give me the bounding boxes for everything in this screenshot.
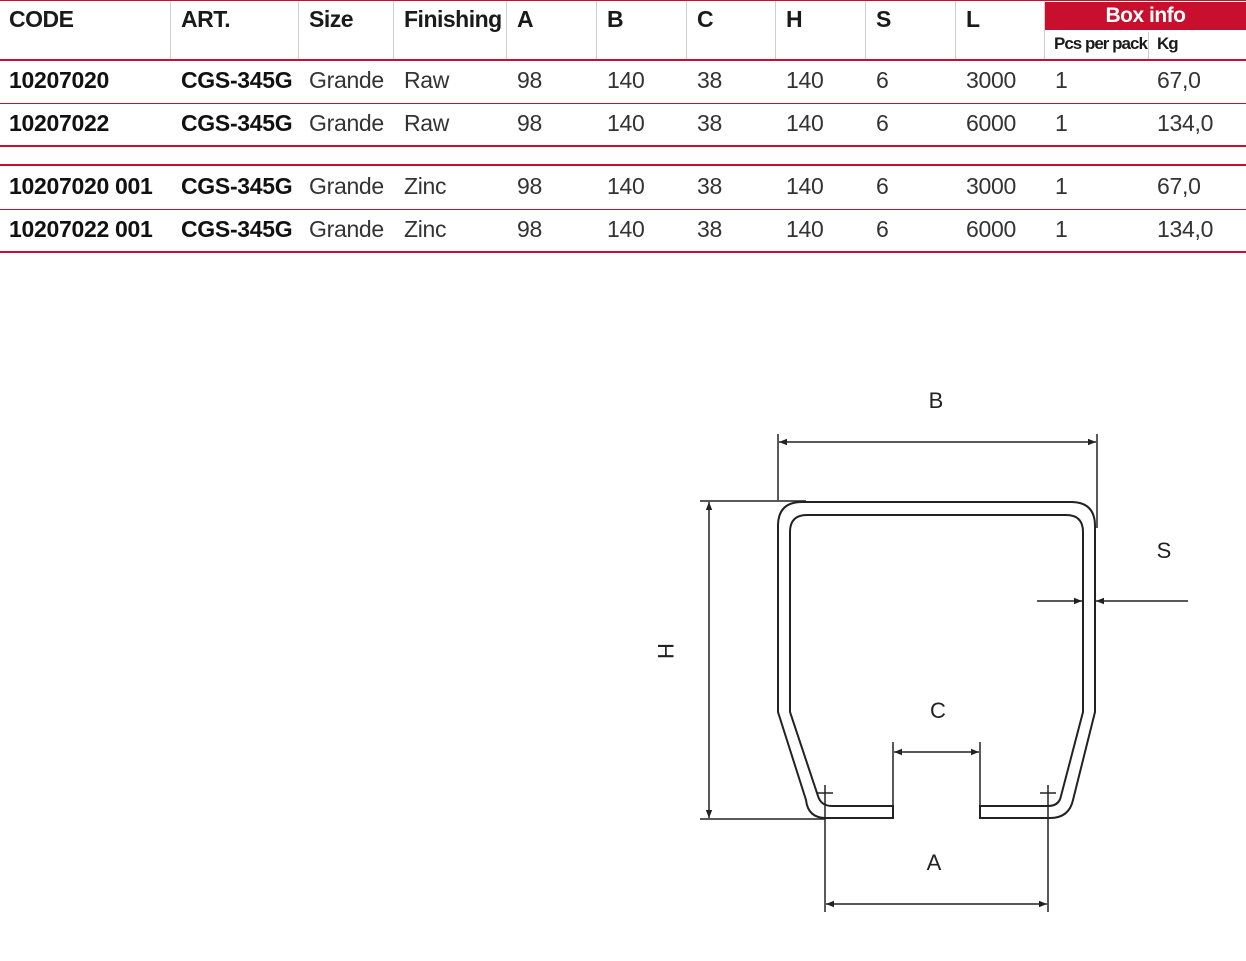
header-l: L	[966, 6, 980, 32]
cell-art: CGS-345G	[181, 110, 293, 136]
cell-kg: 134,0	[1157, 110, 1214, 136]
column-divider	[955, 0, 956, 60]
dim-label-s: S	[1157, 538, 1172, 563]
cell-pcs: 1	[1055, 173, 1068, 199]
cell-finishing: Raw	[404, 110, 450, 136]
cell-a: 98	[517, 67, 542, 93]
dimension-lines	[700, 434, 1188, 912]
column-divider	[775, 0, 776, 60]
column-divider	[506, 0, 507, 60]
cell-s: 6	[876, 216, 889, 242]
cell-l: 6000	[966, 110, 1016, 136]
cell-kg: 67,0	[1157, 173, 1201, 199]
cell-h: 140	[786, 173, 824, 199]
header-pcs-per-pack: Pcs per pack	[1054, 34, 1148, 53]
header-c: C	[697, 6, 714, 32]
cell-h: 140	[786, 67, 824, 93]
cell-b: 140	[607, 173, 645, 199]
cell-code: 10207020	[9, 67, 109, 93]
header-finishing: Finishing	[404, 6, 502, 32]
column-divider	[298, 0, 299, 60]
cell-a: 98	[517, 110, 542, 136]
cell-h: 140	[786, 216, 824, 242]
dim-label-c: C	[930, 698, 946, 723]
cell-code: 10207022 001	[9, 216, 153, 242]
cell-pcs: 1	[1055, 67, 1068, 93]
cell-art: CGS-345G	[181, 216, 293, 242]
column-divider	[865, 0, 866, 60]
cell-a: 98	[517, 216, 542, 242]
header-b: B	[607, 6, 624, 32]
box-info-header: Box info	[1045, 2, 1246, 30]
cell-pcs: 1	[1055, 110, 1068, 136]
cell-code: 10207022	[9, 110, 109, 136]
table-header: CODE ART. Size Finishing A B C H S L Box…	[0, 0, 1246, 60]
header-s: S	[876, 6, 891, 32]
cell-finishing: Raw	[404, 67, 450, 93]
channel-profile	[777, 501, 1096, 819]
cell-s: 6	[876, 67, 889, 93]
cell-s: 6	[876, 173, 889, 199]
cell-c: 38	[697, 173, 722, 199]
cell-art: CGS-345G	[181, 173, 293, 199]
cell-c: 38	[697, 110, 722, 136]
header-h: H	[786, 6, 803, 32]
header-art: ART.	[181, 6, 231, 32]
cell-h: 140	[786, 110, 824, 136]
table-row: 10207022 CGS-345G Grande Raw 98 140 38 1…	[0, 104, 1246, 144]
dim-label-b: B	[929, 388, 944, 413]
cell-c: 38	[697, 216, 722, 242]
cell-size: Grande	[309, 216, 384, 242]
group-rule	[0, 145, 1246, 147]
group-rule	[0, 164, 1246, 166]
cell-size: Grande	[309, 173, 384, 199]
dim-label-a: A	[927, 850, 942, 875]
cell-l: 3000	[966, 67, 1016, 93]
table-row: 10207022 001 CGS-345G Grande Zinc 98 140…	[0, 210, 1246, 250]
row-rule	[0, 209, 1246, 210]
cell-a: 98	[517, 173, 542, 199]
column-divider	[686, 0, 687, 60]
cell-l: 6000	[966, 216, 1016, 242]
profile-outer-outline	[777, 501, 1096, 819]
dim-label-h: H	[653, 643, 678, 659]
cell-pcs: 1	[1055, 216, 1068, 242]
cell-l: 3000	[966, 173, 1016, 199]
cell-kg: 134,0	[1157, 216, 1214, 242]
cell-code: 10207020 001	[9, 173, 153, 199]
table-top-rule	[0, 0, 1246, 1]
column-divider	[393, 0, 394, 60]
table-row: 10207020 001 CGS-345G Grande Zinc 98 140…	[0, 167, 1246, 207]
column-divider	[1044, 0, 1045, 60]
cell-finishing: Zinc	[404, 216, 447, 242]
header-code: CODE	[9, 6, 74, 32]
cell-c: 38	[697, 67, 722, 93]
column-divider	[596, 0, 597, 60]
header-a: A	[517, 6, 534, 32]
cell-b: 140	[607, 110, 645, 136]
table-bottom-rule	[0, 251, 1246, 253]
header-size: Size	[309, 6, 354, 32]
cell-kg: 67,0	[1157, 67, 1201, 93]
cell-finishing: Zinc	[404, 173, 447, 199]
column-divider	[1148, 32, 1149, 60]
cell-b: 140	[607, 67, 645, 93]
header-rule	[0, 59, 1246, 61]
cell-art: CGS-345G	[181, 67, 293, 93]
cell-size: Grande	[309, 67, 384, 93]
cell-s: 6	[876, 110, 889, 136]
cell-b: 140	[607, 216, 645, 242]
row-rule	[0, 103, 1246, 104]
column-divider	[170, 0, 171, 60]
table-row: 10207020 CGS-345G Grande Raw 98 140 38 1…	[0, 61, 1246, 101]
cell-size: Grande	[309, 110, 384, 136]
header-kg: Kg	[1157, 34, 1179, 53]
